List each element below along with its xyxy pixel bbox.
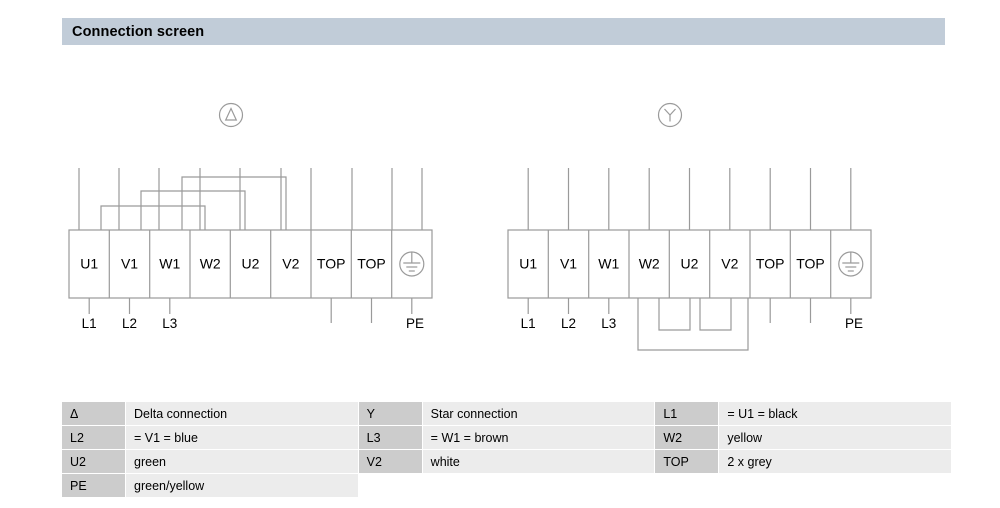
phase-label: L2 — [122, 316, 137, 331]
legend-group: L3 = W1 = brown — [358, 426, 655, 449]
delta-bottom-stubs — [88, 298, 413, 323]
phase-label: L1 — [521, 316, 536, 331]
legend-group: W2 yellow — [655, 426, 952, 449]
legend-value: green — [126, 450, 358, 473]
table-row: L2 = V1 = blue L3 = W1 = brown W2 yellow — [62, 426, 952, 449]
terminal-label: V2 — [721, 256, 738, 272]
legend-key: L1 — [655, 402, 719, 425]
star-connection-diagram: U1 V1 W1 W2 U2 V2 TOP TOP — [507, 102, 872, 351]
legend-value: Delta connection — [126, 402, 358, 425]
legend-key: TOP — [655, 450, 719, 473]
star-bridge-w2-u2 — [658, 298, 691, 331]
star-bottom-stubs — [527, 298, 852, 323]
page-title: Connection screen — [72, 23, 205, 40]
legend-key: Δ — [62, 402, 125, 425]
legend-value: = V1 = blue — [126, 426, 358, 449]
table-row: Δ Delta connection Y Star connection L1 … — [62, 402, 952, 425]
legend-value: Star connection — [422, 402, 655, 425]
earth-icon — [399, 251, 425, 277]
legend-key: L3 — [358, 426, 422, 449]
terminal-label: W2 — [639, 256, 660, 272]
delta-bridge-2 — [140, 190, 246, 230]
section-header-bar: Connection screen — [62, 18, 945, 45]
pe-label: PE — [845, 316, 863, 331]
legend-group: L1 = U1 = black — [655, 402, 952, 425]
legend-key: PE — [62, 474, 125, 497]
legend-key: Y — [358, 402, 422, 425]
delta-bridge-3 — [181, 176, 287, 230]
phase-label: L1 — [82, 316, 97, 331]
star-wye-in-circle-icon — [657, 102, 683, 128]
terminal-label: V2 — [282, 256, 299, 272]
legend-group: Y Star connection — [358, 402, 655, 425]
terminal-label: U2 — [681, 256, 699, 272]
legend-key: W2 — [655, 426, 719, 449]
phase-label: L3 — [162, 316, 177, 331]
terminal-label: V1 — [121, 256, 138, 272]
legend-group: TOP 2 x grey — [655, 450, 952, 473]
delta-triangle-in-circle-icon — [218, 102, 244, 128]
delta-terminal-block — [68, 229, 433, 299]
phase-label: L3 — [601, 316, 616, 331]
wiring-diagram-svg: .ln { stroke:#9a9a9a; stroke-width:1.2; … — [68, 102, 872, 351]
terminal-label: W1 — [598, 256, 619, 272]
terminal-label: TOP — [756, 256, 785, 272]
wiring-diagrams: .ln { stroke:#9a9a9a; stroke-width:1.2; … — [0, 80, 1000, 370]
legend-value: white — [422, 450, 655, 473]
legend-value: yellow — [719, 426, 952, 449]
legend-group: V2 white — [358, 450, 655, 473]
delta-connection-diagram: U1 V1 W1 W2 U2 V2 TOP TOP — [68, 102, 433, 331]
terminal-label: W1 — [159, 256, 180, 272]
legend-key: L2 — [62, 426, 125, 449]
terminal-label: U2 — [242, 256, 260, 272]
delta-bridge-1 — [100, 205, 206, 230]
terminal-label: V1 — [560, 256, 577, 272]
star-bridge-w2-v2 — [637, 298, 749, 351]
table-row: PE green/yellow — [62, 474, 952, 497]
terminal-label: W2 — [200, 256, 221, 272]
table-row: U2 green V2 white TOP 2 x grey — [62, 450, 952, 473]
legend-group: PE green/yellow — [62, 474, 358, 497]
terminal-label: TOP — [317, 256, 346, 272]
legend-key: V2 — [358, 450, 422, 473]
legend-group: L2 = V1 = blue — [62, 426, 358, 449]
legend-group: U2 green — [62, 450, 358, 473]
legend-value: 2 x grey — [719, 450, 952, 473]
delta-top-wires — [78, 168, 423, 230]
terminal-label: TOP — [357, 256, 386, 272]
star-top-wires — [527, 168, 852, 230]
phase-label: L2 — [561, 316, 576, 331]
pe-label: PE — [406, 316, 424, 331]
legend-value: green/yellow — [126, 474, 358, 497]
legend-value: = U1 = black — [719, 402, 952, 425]
terminal-label: U1 — [519, 256, 537, 272]
legend-value: = W1 = brown — [422, 426, 655, 449]
legend-table: Δ Delta connection Y Star connection L1 … — [62, 402, 952, 498]
earth-icon — [838, 251, 864, 277]
legend-key: U2 — [62, 450, 125, 473]
terminal-label: U1 — [80, 256, 98, 272]
legend-group: Δ Delta connection — [62, 402, 358, 425]
terminal-label: TOP — [796, 256, 825, 272]
star-bridge-u2-v2 — [699, 298, 732, 331]
